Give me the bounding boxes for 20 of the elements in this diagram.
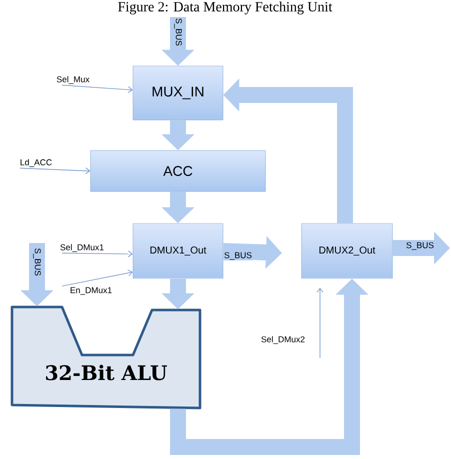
alu-block: 32-Bit ALU [10,306,202,410]
arrow [62,270,133,286]
arrow [62,250,133,258]
arrow [20,167,90,174]
signal-label: Sel_Mux [56,76,90,84]
block-box: DMUX2_Out [301,223,393,279]
signal-label: Ld_ACC [20,159,52,167]
edge-label: S_BUS [406,242,434,250]
edge-label: S_BUS [224,252,252,260]
figure-title: Figure 2: Data Memory Fetching Unit [118,2,332,14]
signal-label: Sel_DMux1 [60,244,104,252]
block-box: DMUX1_Out [132,223,224,279]
edge-label: S_BUS [33,248,41,276]
arrow [316,288,324,358]
signal-label: Sel_DMux2 [261,336,305,344]
signal-label: En_DMux1 [70,287,112,295]
block-box: MUX_IN [132,66,224,120]
arrow [62,84,133,94]
edge-label: S_BUS [174,18,182,46]
block-box: ACC [90,150,266,192]
